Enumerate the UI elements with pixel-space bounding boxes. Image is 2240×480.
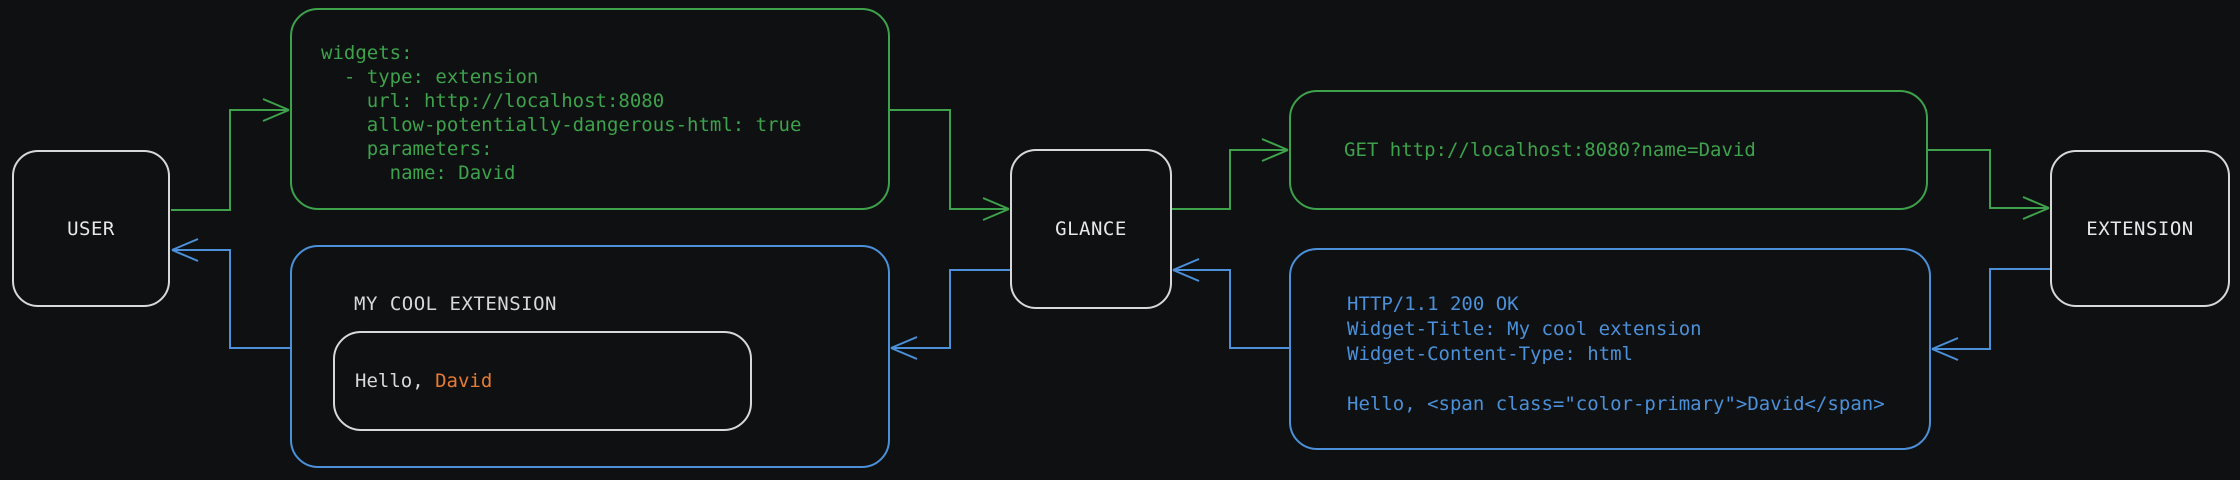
widgets-config-code: widgets: - type: extension url: http://l… (321, 42, 802, 184)
glance-node-label: GLANCE (1055, 218, 1127, 240)
glance-node: GLANCE (1010, 149, 1172, 309)
greeting-name: David (435, 370, 493, 392)
http-request-text: GET http://localhost:8080?name=David (1344, 139, 1756, 161)
arrow-glance-to-request (1172, 138, 1289, 210)
extension-node-label: EXTENSION (2086, 217, 2194, 240)
widget-greeting-card: Hello, David (333, 331, 752, 431)
http-request-box: GET http://localhost:8080?name=David (1289, 90, 1928, 210)
arrow-preview-to-user (171, 238, 290, 349)
user-node: USER (12, 150, 170, 307)
arrow-extension-to-response (1931, 268, 2050, 361)
http-response-code: HTTP/1.1 200 OK Widget-Title: My cool ex… (1347, 293, 1885, 415)
widget-preview-title: MY COOL EXTENSION (354, 293, 557, 315)
greeting-prefix: Hello, (355, 370, 436, 392)
widgets-config-box: widgets: - type: extension url: http://l… (290, 8, 890, 210)
widget-greeting-text: Hello, David (335, 370, 492, 392)
extension-node: EXTENSION (2050, 150, 2230, 307)
user-node-label: USER (67, 217, 115, 240)
arrow-response-to-glance (1172, 258, 1289, 349)
arrow-glance-to-preview (890, 269, 1010, 360)
arrow-request-to-extension (1928, 149, 2050, 220)
arrow-config-to-glance (890, 109, 1010, 221)
arrow-user-to-config (171, 98, 290, 211)
widget-preview-box: MY COOL EXTENSION Hello, David (290, 245, 890, 468)
http-response-box: HTTP/1.1 200 OK Widget-Title: My cool ex… (1289, 248, 1931, 450)
